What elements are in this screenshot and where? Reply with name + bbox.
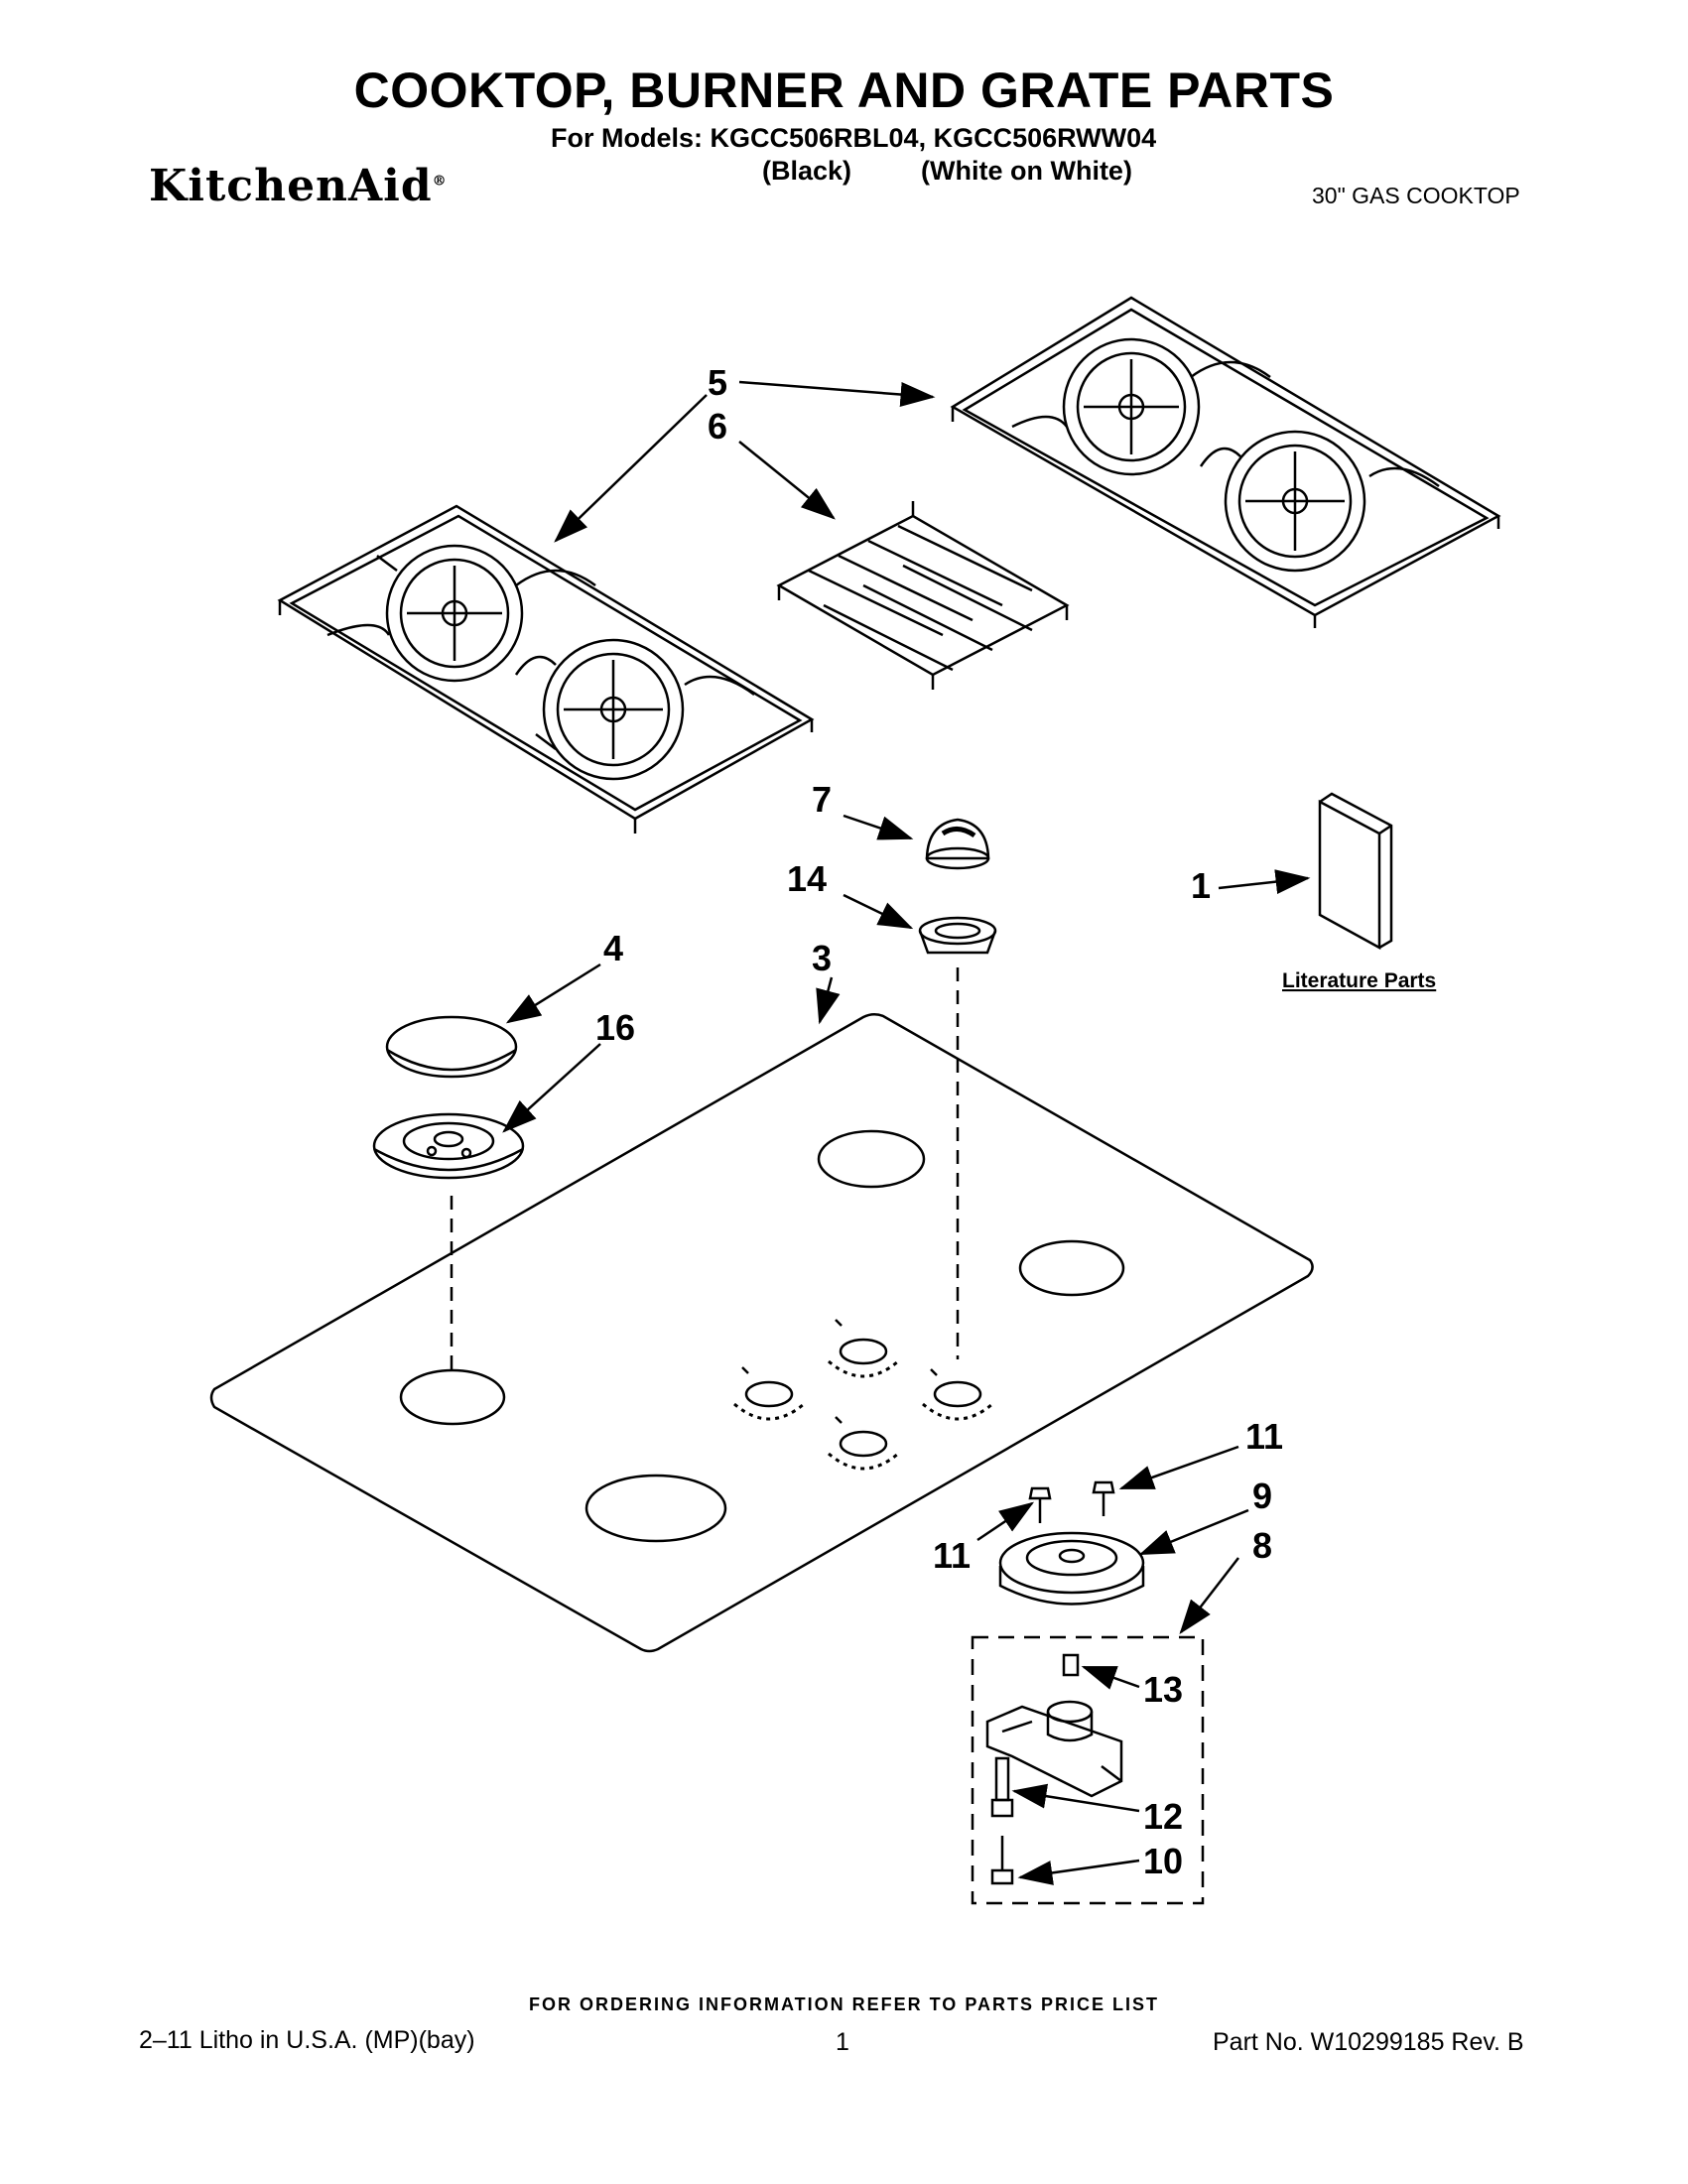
callout-13: 13 — [1143, 1669, 1183, 1710]
screw-right — [1092, 1480, 1115, 1516]
page-title: COOKTOP, BURNER AND GRATE PARTS — [353, 63, 1335, 118]
litho-info: 2–11 Litho in U.S.A. (MP)(bay) — [139, 2026, 475, 2054]
knob-bezel — [918, 916, 997, 955]
callout-14: 14 — [787, 858, 827, 899]
electrode — [990, 1756, 1014, 1818]
variant-black: (Black) — [762, 156, 852, 186]
page-number: 1 — [836, 2028, 849, 2056]
ordering-note: FOR ORDERING INFORMATION REFER TO PARTS … — [528, 1994, 1159, 2014]
callout-12: 12 — [1143, 1796, 1183, 1837]
callout-5: 5 — [708, 362, 727, 403]
brand-logo: KitchenAid® — [149, 161, 448, 211]
left-grate — [277, 504, 815, 834]
callout-7: 7 — [812, 779, 832, 820]
callout-leaders — [502, 380, 1311, 1885]
callout-1: 1 — [1191, 865, 1211, 906]
mounting-screw — [990, 1836, 1014, 1885]
burner-cap — [385, 1015, 518, 1079]
burner-base — [372, 1112, 525, 1180]
orifice-screw — [1062, 1653, 1080, 1677]
right-grate — [950, 296, 1501, 628]
part-number: Part No. W10299185 Rev. B — [1213, 2028, 1524, 2056]
screw-left — [1028, 1486, 1052, 1523]
callout-11-left: 11 — [933, 1535, 971, 1576]
variant-white: (White on White) — [921, 156, 1132, 186]
product-type: 30" GAS COOKTOP — [1312, 183, 1520, 208]
callout-3: 3 — [812, 938, 832, 978]
callout-8: 8 — [1252, 1525, 1272, 1566]
control-knob — [925, 818, 990, 870]
callout-6: 6 — [708, 406, 727, 447]
middle-grate — [776, 501, 1070, 690]
literature-parts-label: Literature Parts — [1282, 969, 1436, 992]
callout-16: 16 — [595, 1007, 635, 1048]
cooktop-panel — [209, 1013, 1314, 1653]
model-numbers: For Models: KGCC506RBL04, KGCC506RWW04 — [551, 123, 1157, 153]
valve-bracket — [985, 1700, 1123, 1798]
burner-ring — [998, 1531, 1145, 1606]
literature-booklet — [1318, 792, 1393, 951]
callout-9: 9 — [1252, 1476, 1272, 1516]
callout-10: 10 — [1143, 1841, 1183, 1881]
valve-assembly-box — [971, 1635, 1205, 1905]
callout-11-right: 11 — [1245, 1416, 1283, 1457]
callout-4: 4 — [603, 928, 623, 968]
